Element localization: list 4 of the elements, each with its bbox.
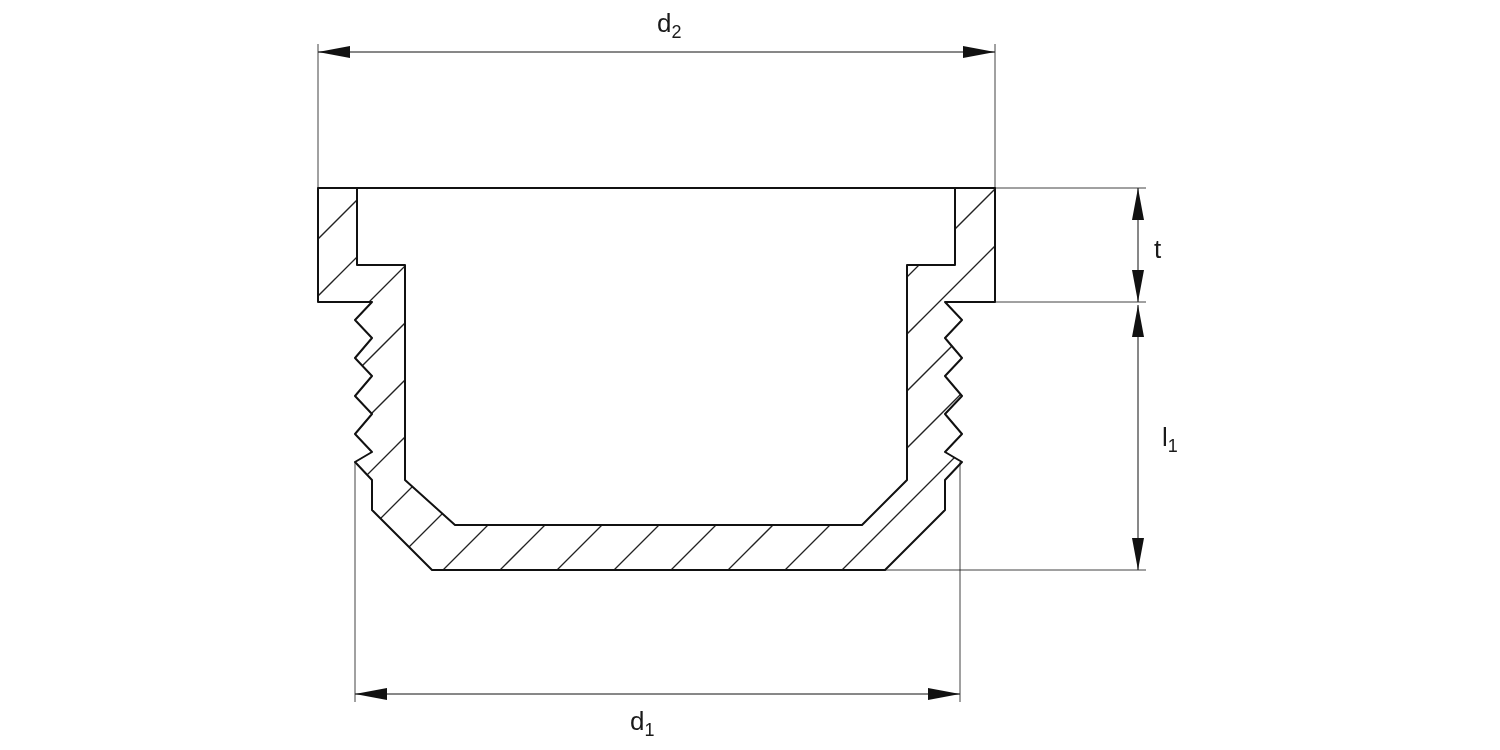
dimension-label: d$_{1}$	[630, 708, 655, 740]
dimension-label: l$_{1}$	[1162, 424, 1178, 456]
dimension-label: t	[1154, 236, 1162, 262]
dimension-label: d$_{2}$	[657, 10, 682, 42]
